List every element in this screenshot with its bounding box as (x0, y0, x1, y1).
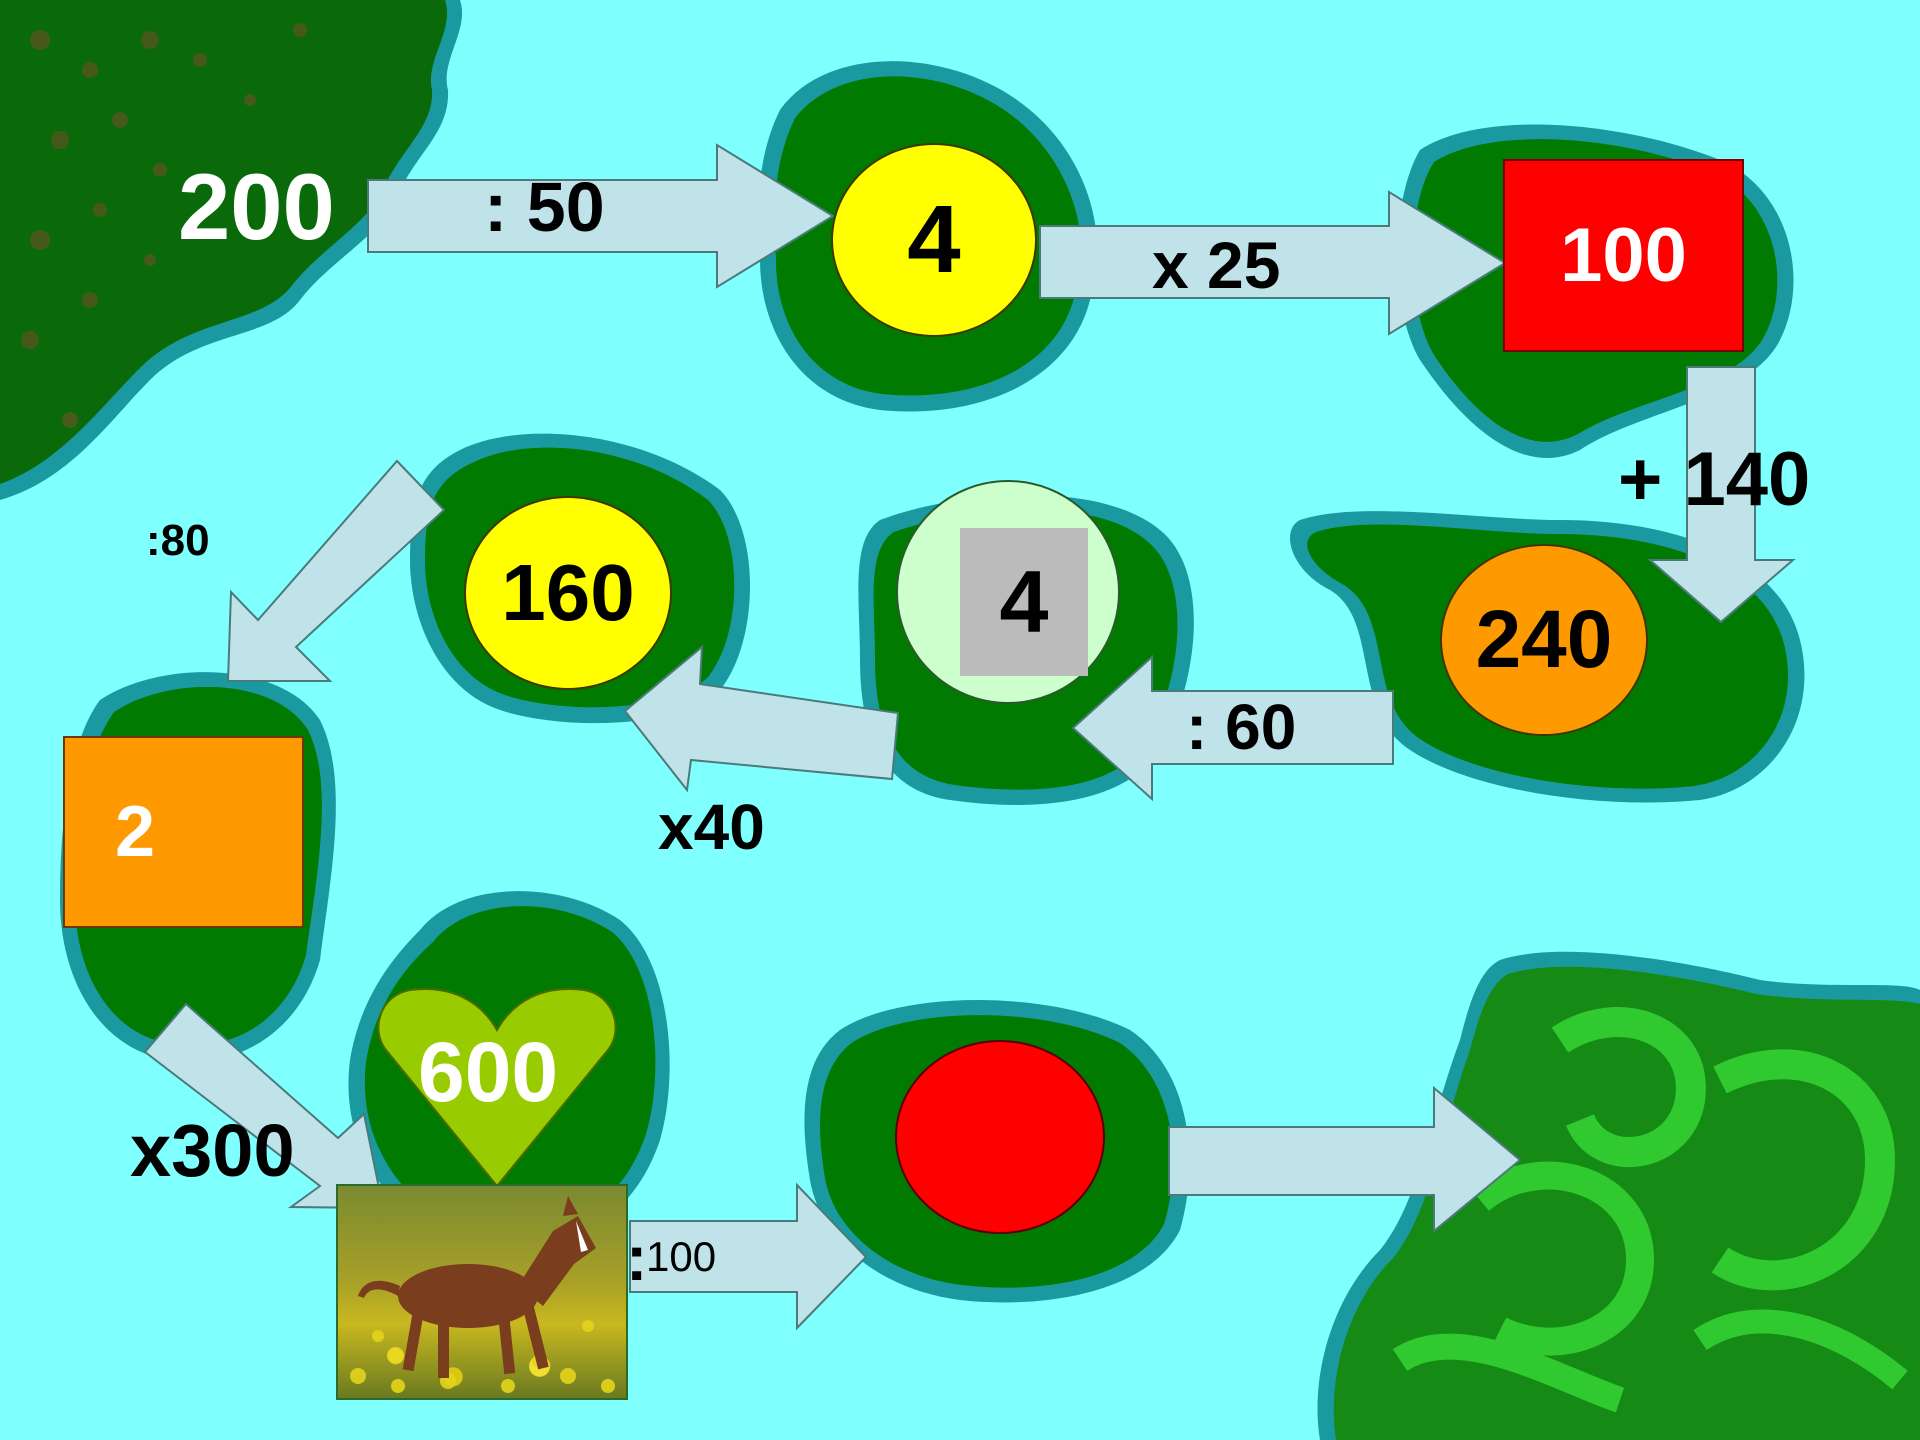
op5-label: x40 (658, 795, 765, 859)
op3-label: + 140 (1618, 442, 1810, 518)
node-5-circle[interactable]: 160 (464, 496, 672, 690)
node-5-value: 160 (501, 553, 634, 633)
op8-label: 100 (646, 1236, 716, 1278)
op1-label: : 50 (484, 172, 605, 242)
node-1-circle[interactable]: 4 (831, 143, 1037, 337)
node-3-circle[interactable]: 240 (1440, 544, 1648, 736)
op7-label: x300 (130, 1114, 295, 1188)
node-4-box: 4 (960, 528, 1088, 676)
start-value: 200 (178, 160, 335, 254)
node-7-value: 600 (418, 1030, 558, 1114)
node-2-value: 100 (1560, 218, 1687, 294)
op4-label: : 60 (1186, 695, 1296, 759)
node-6-square[interactable]: 2 (63, 736, 304, 928)
horse-icon (338, 1186, 626, 1398)
node-2-square[interactable]: 100 (1503, 159, 1744, 352)
horse-foal-photo (336, 1184, 628, 1400)
node-6-value: 2 (115, 796, 155, 868)
node-3-value: 240 (1476, 599, 1613, 681)
node-4-value: 4 (1000, 558, 1049, 646)
node-8-circle[interactable] (895, 1040, 1105, 1234)
op8-colon: : (626, 1226, 647, 1290)
op6-label: :80 (146, 519, 210, 563)
node-1-value: 4 (907, 192, 960, 288)
op2-label: x 25 (1152, 232, 1280, 298)
